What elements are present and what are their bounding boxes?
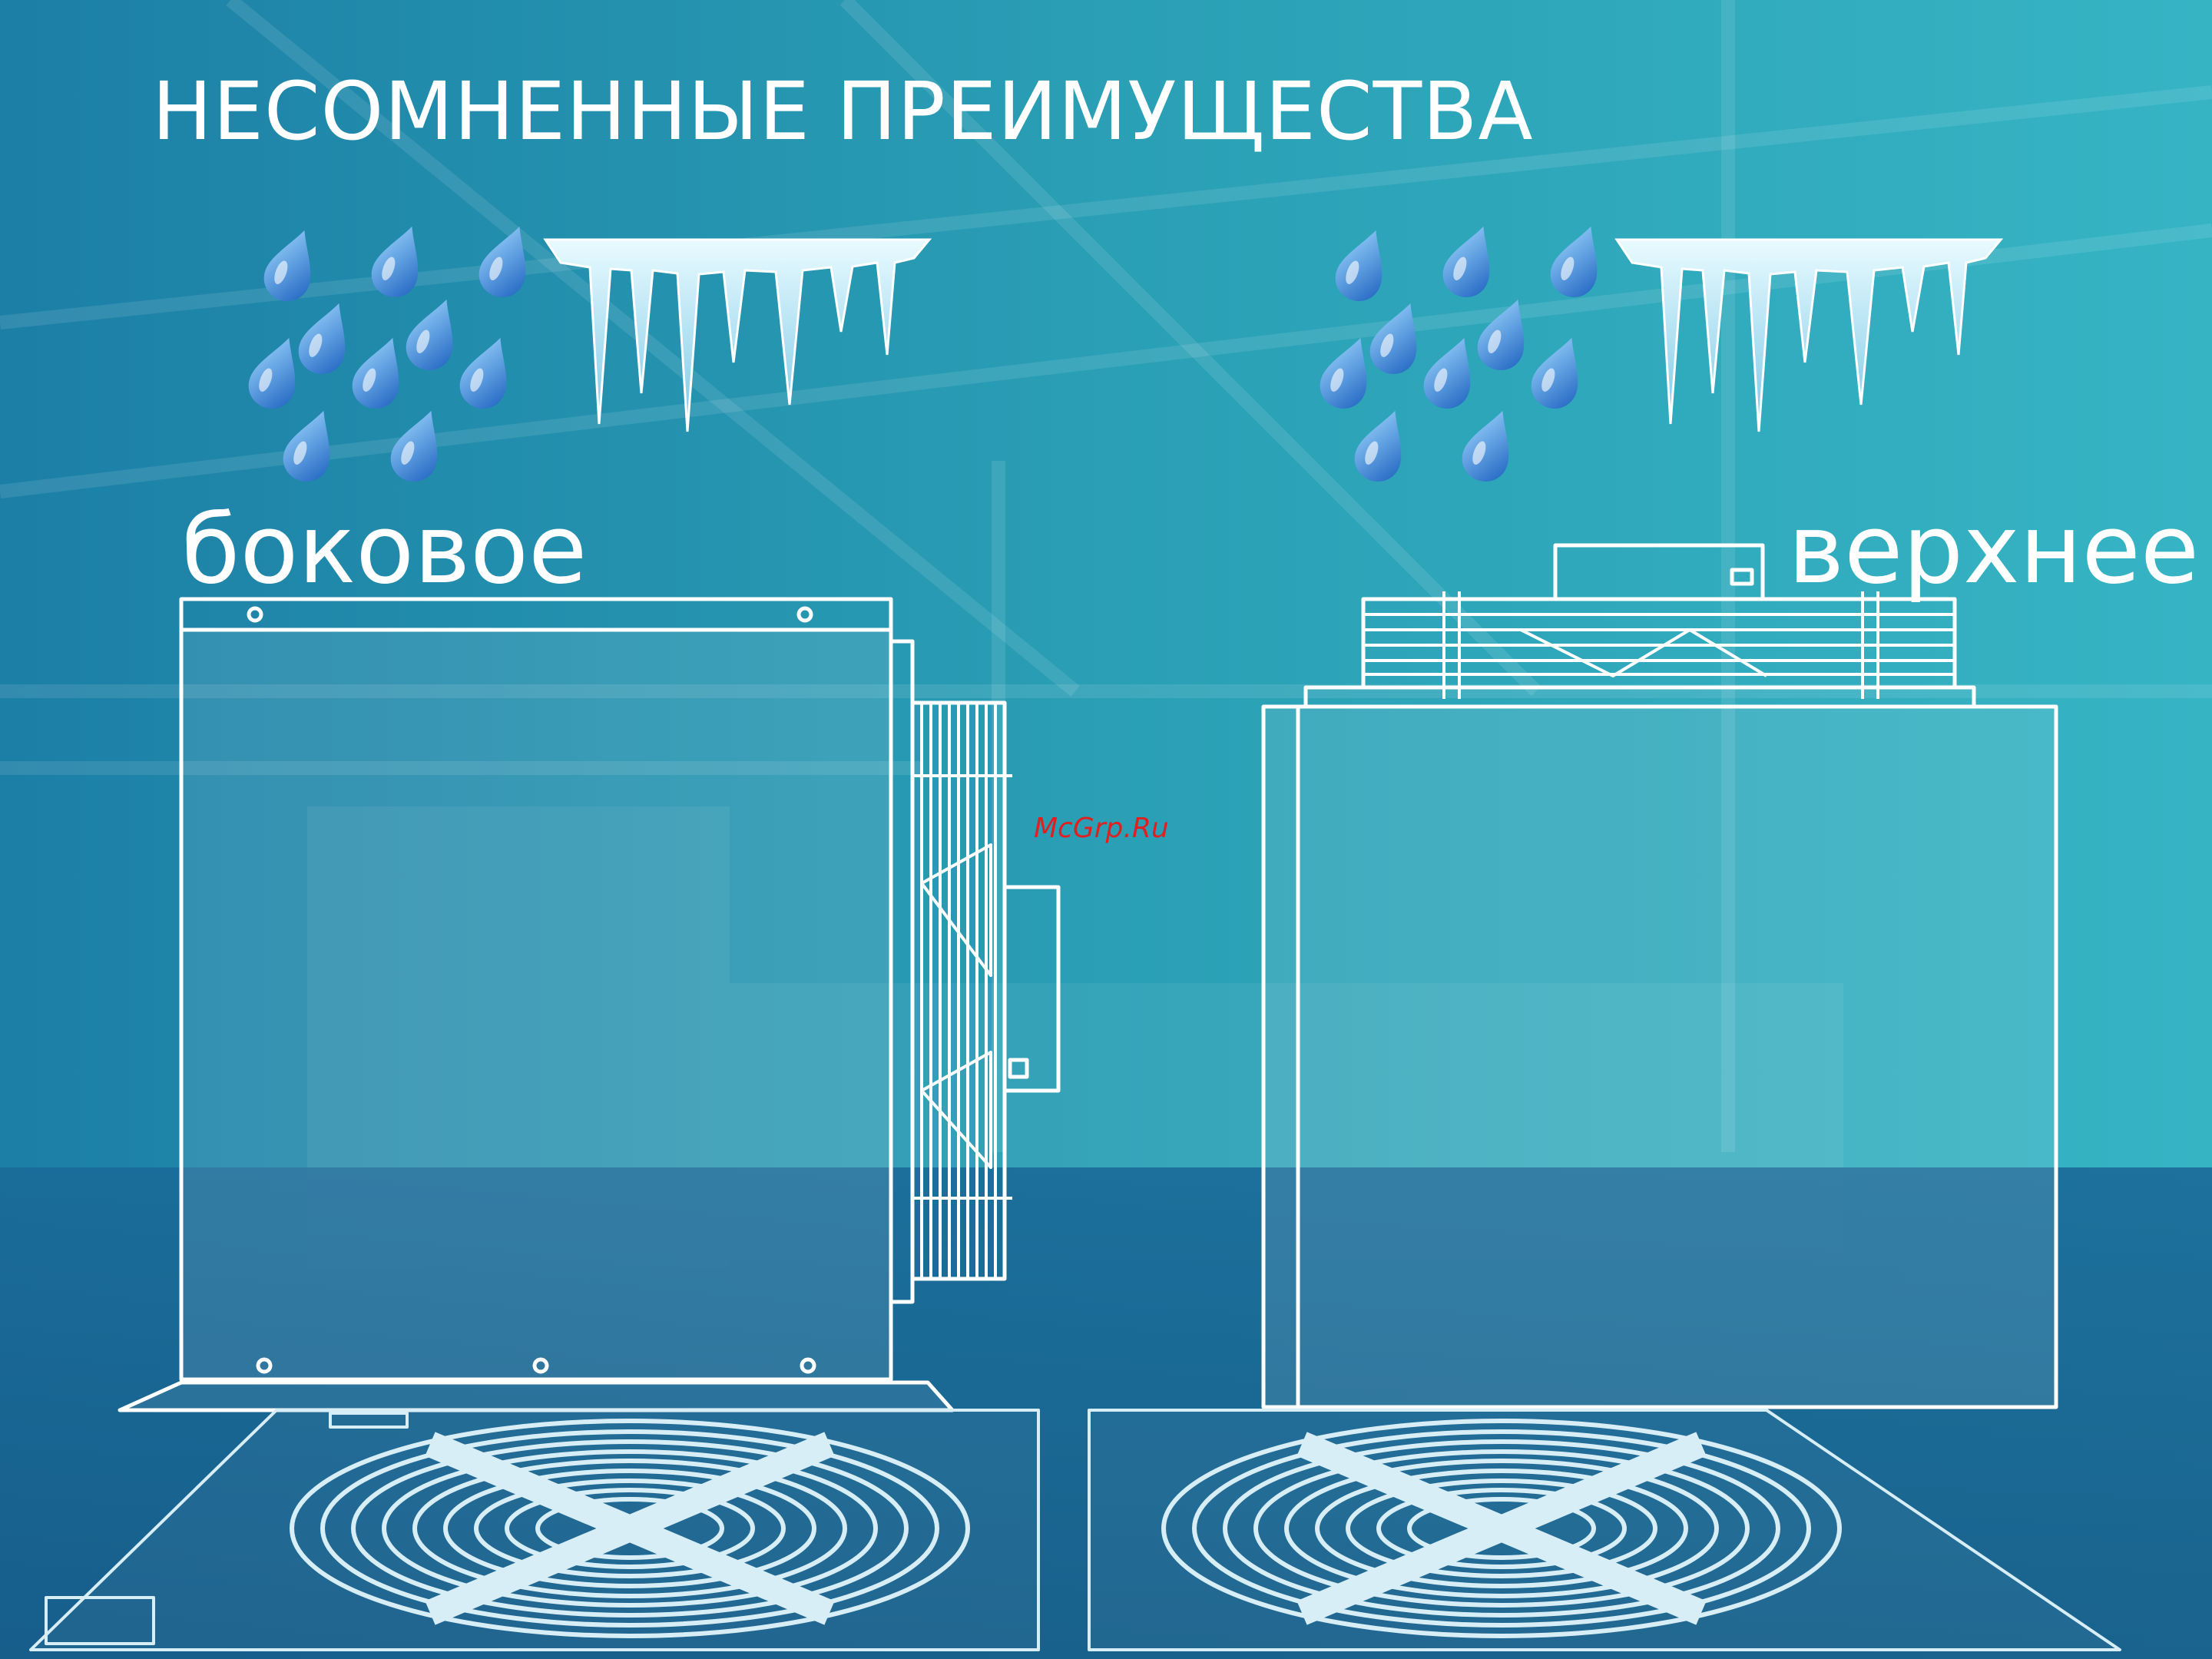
top-outlet-label: верхнее: [1788, 495, 2199, 605]
top-unit-drawing: [1263, 545, 2056, 1407]
fan-grille-right: [1089, 1410, 2120, 1650]
fan-grille-left: [31, 1410, 1038, 1650]
side-outlet-label: боковое: [181, 495, 587, 605]
watermark: McGrp.Ru: [1034, 813, 1169, 844]
slide-title: НЕСОМНЕННЫЕ ПРЕИМУЩЕСТВА: [152, 65, 1534, 158]
side-unit-drawing: [120, 599, 1058, 1410]
